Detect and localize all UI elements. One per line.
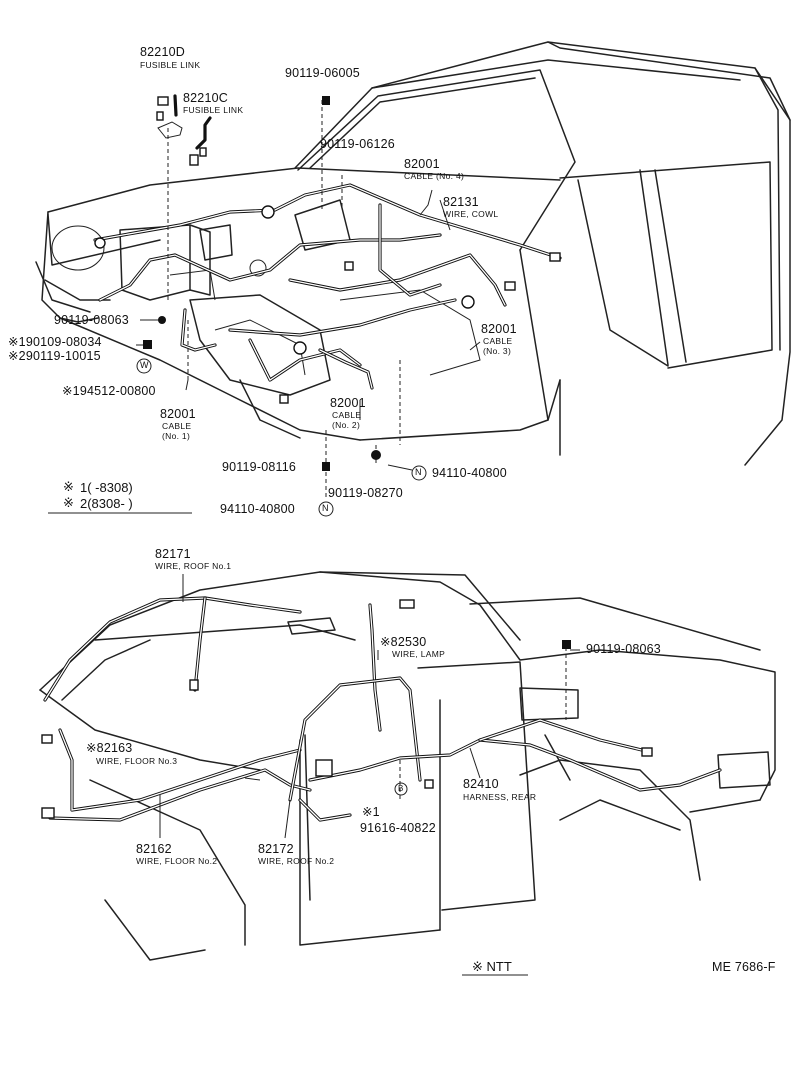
part-90119-08116: 90119-08116 (222, 460, 297, 474)
part-82162-number: 82162 (136, 842, 172, 856)
part-82162-desc: WIRE, FLOOR No.2 (136, 856, 218, 866)
part-82210c-number: 82210C (183, 91, 228, 105)
part-82172-number: 82172 (258, 842, 294, 856)
part-82530-desc: WIRE, LAMP (392, 649, 446, 659)
part-82163-number: ※82163 (86, 741, 133, 755)
circle-w-symbol (136, 358, 152, 374)
top-car-body (35, 41, 791, 466)
part-82001-1-desc: CABLE (162, 421, 192, 431)
part-82001-3-no: (No. 3) (483, 346, 512, 356)
diagram-code: ME 7686-F (712, 960, 776, 974)
symbol-w-label: W (140, 360, 149, 370)
bottom-car-body (39, 571, 776, 961)
part-94110-40800-a: 94110-40800 (432, 466, 507, 480)
circle-b-symbol (394, 782, 408, 796)
part-82172-desc: WIRE, ROOF No.2 (258, 856, 335, 866)
part-82171-number: 82171 (155, 547, 191, 561)
part-82131-number: 82131 (443, 195, 479, 209)
top-leaders (136, 96, 481, 500)
part-82410-desc: HARNESS, REAR (463, 792, 537, 802)
bottom-leaders (159, 574, 580, 839)
part-82530-number: ※82530 (380, 635, 427, 649)
circle-n-symbol-a (411, 465, 427, 481)
part-82001-4-desc: CABLE (No. 4) (404, 171, 465, 181)
part-82001-1-number: 82001 (160, 407, 196, 421)
part-82001-2-desc: CABLE (332, 410, 362, 420)
ntt-note: ※ NTT (472, 959, 512, 974)
part-90119-06126: 90119-06126 (320, 137, 395, 151)
part-82210d-number: 82210D (140, 45, 185, 59)
part-82210d-desc: FUSIBLE LINK (140, 60, 201, 70)
bottom-harness (41, 596, 722, 822)
part-82001-1-no: (No. 1) (162, 431, 191, 441)
part-290119-10015: ※290119-10015 (8, 349, 101, 363)
top-harness (93, 96, 562, 404)
legend-mark-1: ※ (63, 479, 74, 494)
part-82001-2-no: (No. 2) (332, 420, 361, 430)
part-82001-2-number: 82001 (330, 396, 366, 410)
symbol-b-label: B (398, 784, 404, 793)
part-90119-08270: 90119-08270 (328, 486, 403, 500)
part-190109-08034: ※190109-08034 (8, 335, 102, 349)
part-90119-08063-top: 90119-08063 (54, 313, 129, 327)
legend-mark-2: ※ (63, 495, 74, 510)
legend-row-1: 1( -8308) (80, 480, 133, 495)
part-90119-08063-bottom: 90119-08063 (586, 642, 661, 656)
part-91616-mark: ※1 (362, 805, 380, 819)
legend-row-2: 2(8308- ) (80, 496, 133, 511)
fusible-links (157, 94, 212, 150)
part-82001-3-number: 82001 (481, 322, 517, 336)
part-82171-desc: WIRE, ROOF No.1 (155, 561, 232, 571)
part-82001-3-desc: CABLE (483, 336, 513, 346)
part-94110-40800-b: 94110-40800 (220, 502, 295, 516)
part-82410-number: 82410 (463, 777, 499, 791)
part-82210c-desc: FUSIBLE LINK (183, 105, 244, 115)
part-91616-40822: 91616-40822 (360, 821, 436, 835)
part-90119-06005: 90119-06005 (285, 66, 360, 80)
symbol-n-label-b: N (322, 503, 329, 513)
part-82001-4-number: 82001 (404, 157, 440, 171)
circle-n-symbol-b (318, 501, 334, 517)
symbol-n-label-a: N (415, 467, 422, 477)
part-82131-desc: WIRE, COWL (443, 209, 499, 219)
part-194512-00800: ※194512-00800 (62, 384, 156, 398)
part-82163-desc: WIRE, FLOOR No.3 (96, 756, 178, 766)
